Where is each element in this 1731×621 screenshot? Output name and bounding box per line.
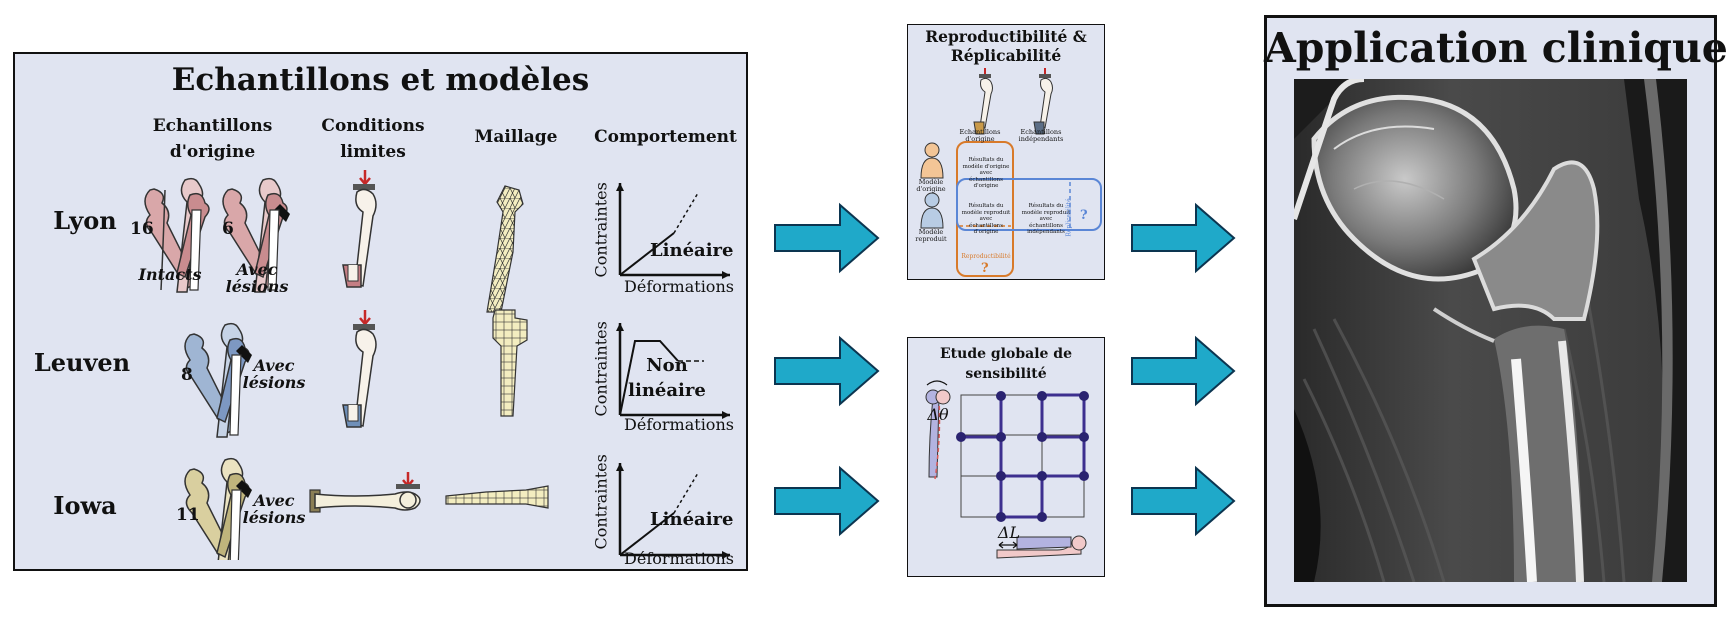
origin-model-label: Modèle d'origine	[916, 178, 946, 193]
replicability-label: Réplicabilité	[1065, 198, 1073, 237]
angle-variation-femur	[925, 380, 951, 480]
replicability-box	[956, 178, 1102, 231]
col-header-behavior: Comportement	[594, 127, 737, 147]
ct-scan-image	[1294, 79, 1687, 582]
arrow-leuven-to-sensitivity	[774, 335, 880, 407]
iowa-lesion-bones	[184, 457, 252, 560]
lyon-boundary-femur	[342, 170, 377, 288]
arrow-sensitivity-to-clinic-2	[1131, 465, 1236, 537]
origin-samples-illustration	[144, 177, 290, 560]
delta-theta-label: Δθ	[927, 405, 949, 424]
cell-reproduced-origin: Résultats du modèle reproduit avec échan…	[961, 203, 1011, 235]
clinical-title: Application clinique	[1264, 24, 1728, 72]
cell-reproduced-independent: Résultats du modèle reproduit avec échan…	[1021, 203, 1071, 235]
iowa-graph	[616, 463, 730, 559]
origin-samples-label: Echantillons d'origine	[959, 128, 1001, 143]
lyon-count-lesion: 6	[222, 219, 234, 239]
leuven-graph	[616, 323, 730, 419]
iowa-boundary-femur	[309, 472, 421, 513]
reproducibility-label: Reproductibilité	[961, 253, 1011, 260]
independent-small-femur	[1033, 68, 1053, 135]
lyon-lesion-bones	[222, 177, 290, 293]
sampling-path	[961, 393, 1086, 519]
lyon-intact-bones	[144, 177, 210, 293]
leuven-count: 8	[181, 365, 193, 385]
leuven-behavior-label: Non linéaire	[628, 355, 706, 401]
origin-small-femur	[973, 68, 993, 135]
reproducibility-diagram: ? ?	[920, 68, 1102, 277]
behavior-graphs	[616, 183, 730, 559]
reproduced-model-label: Modèle reproduit	[915, 228, 947, 243]
cell-origin-origin: Résultats du modèle d'origine avec échan…	[962, 157, 1010, 189]
arrow-lyon-to-repro	[774, 202, 880, 274]
samples-models-title: Echantillons et modèles	[171, 62, 590, 98]
reproducibility-panel	[907, 24, 1105, 280]
mesh-illustration	[445, 185, 549, 509]
reproducibility-question-mark: ?	[981, 261, 989, 276]
site-label-leuven: Leuven	[33, 348, 131, 377]
arrow-sensitivity-to-clinic-1	[1131, 335, 1236, 407]
samples-models-panel	[13, 52, 748, 571]
leuven-x-axis-label: Déformations	[624, 415, 734, 434]
iowa-x-axis-label: Déformations	[624, 549, 734, 568]
iowa-count: 11	[176, 505, 200, 525]
boundary-conditions-illustration	[309, 170, 421, 513]
arrow-repro-to-clinic	[1131, 202, 1236, 274]
replicability-question-mark: ?	[1080, 208, 1088, 223]
length-variation-femur	[996, 535, 1087, 559]
lyon-behavior-label: Linéaire	[650, 240, 734, 261]
reproducibility-title: Reproductibilité & Réplicabilité	[925, 27, 1087, 65]
site-label-lyon: Lyon	[53, 206, 117, 235]
sensitivity-panel	[907, 337, 1105, 577]
iowa-mesh	[445, 485, 549, 509]
iowa-label-lesion: Avec lésions	[242, 491, 306, 527]
sensitivity-title: Etude globale de sensibilité	[940, 346, 1072, 382]
lyon-label-lesion: Avec lésions	[225, 260, 289, 296]
sample-nodes	[956, 391, 1089, 522]
iowa-behavior-label: Linéaire	[650, 509, 734, 530]
col-header-boundary: Conditions limites	[321, 116, 425, 162]
leuven-boundary-femur	[342, 310, 377, 428]
lyon-label-intact: Intacts	[138, 265, 202, 284]
origin-model-person-icon	[920, 142, 944, 179]
lyon-graph	[616, 183, 730, 279]
lyon-count-intact: 16	[130, 219, 154, 239]
leuven-lesion-bones	[184, 322, 252, 438]
reproduced-model-person-icon	[920, 192, 944, 229]
col-header-origin: Echantillons d'origine	[152, 116, 273, 162]
arrow-iowa-to-sensitivity	[774, 465, 880, 537]
delta-l-label: ΔL	[997, 523, 1021, 542]
independent-samples-label: Echantillons indépendants	[1018, 128, 1064, 143]
lyon-x-axis-label: Déformations	[624, 277, 734, 296]
sensitivity-diagram	[925, 380, 1089, 559]
site-label-iowa: Iowa	[53, 491, 117, 520]
leuven-mesh	[492, 309, 528, 417]
leuven-label-lesion: Avec lésions	[242, 356, 306, 392]
parameter-grid	[960, 394, 1085, 518]
col-header-mesh: Maillage	[474, 127, 558, 147]
